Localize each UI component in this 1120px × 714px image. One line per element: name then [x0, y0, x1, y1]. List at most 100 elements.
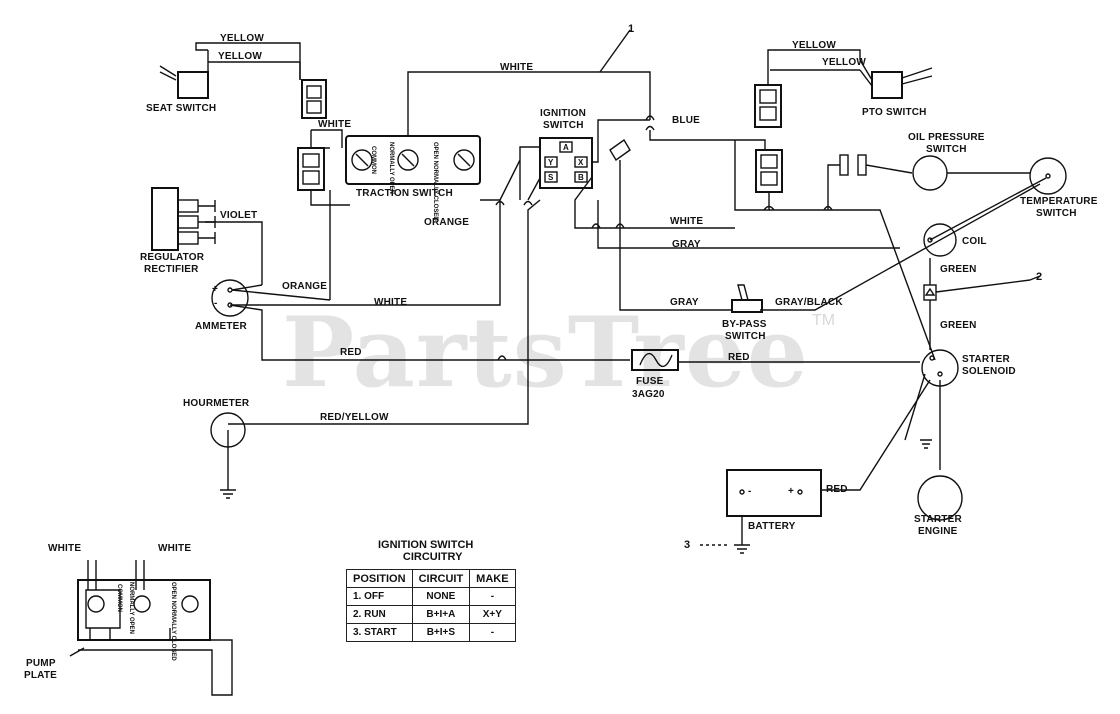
regulator-label: REGULATOR: [140, 252, 205, 263]
wire-orange-2: ORANGE: [282, 281, 328, 292]
ign-terminal-s: S: [548, 173, 554, 182]
wire-gray-2: GRAY: [670, 297, 699, 308]
ign-terminal-y: Y: [548, 158, 554, 167]
traction-common-label: COMMON: [370, 146, 376, 174]
traction-switch-label: TRACTION SWITCH: [356, 188, 453, 199]
wire-gray-1: GRAY: [672, 239, 701, 250]
battery-plus: +: [788, 486, 795, 497]
wire-white-seat: WHITE: [318, 119, 352, 130]
ignition-table-title-1: IGNITION SWITCH: [378, 539, 474, 551]
battery-icon: [700, 469, 822, 554]
diode-icon: [609, 138, 631, 162]
wire-gray-black: GRAY/BLACK: [775, 297, 843, 308]
traction-switch-icon: [345, 135, 481, 185]
oil-pressure-switch-icon: [827, 154, 1030, 210]
ign-terminal-a: A: [563, 143, 569, 152]
oil-pressure-label: OIL PRESSURE: [908, 132, 985, 143]
wire-red-2: RED: [728, 352, 750, 363]
header-make: MAKE: [469, 569, 516, 588]
seat-switch-label: SEAT SWITCH: [146, 103, 217, 114]
coil-label: COIL: [962, 236, 987, 247]
ignition-circuitry-table: POSITION CIRCUIT MAKE 1. OFF NONE - 2. R…: [346, 569, 516, 642]
seat-switch-icon: [159, 42, 301, 99]
mid-connector-icon: [734, 140, 936, 361]
wire-red-3: RED: [826, 484, 848, 495]
watermark-trademark: TM: [812, 312, 836, 329]
bypass-switch-label: SWITCH: [725, 331, 766, 342]
wire-green-2: GREEN: [940, 320, 977, 331]
traction-normally-open-label: NORMALLY OPEN: [388, 142, 394, 195]
seat-connector-icon: [301, 79, 327, 119]
row-2-make: X+Y: [469, 605, 516, 624]
wire-orange-1: ORANGE: [424, 217, 470, 228]
ammeter-minus: -: [214, 298, 218, 309]
row-3-make: -: [469, 623, 516, 642]
traction-connector-icon: [297, 129, 350, 300]
ignition-table-title: IGNITION SWITCH CIRCUITRY: [378, 539, 473, 563]
starter-solenoid-icon: [820, 349, 959, 491]
row-2-circuit: B+I+A: [411, 605, 471, 624]
row-3-position: 3. START: [346, 623, 413, 642]
pump-plate-icon: [69, 560, 233, 696]
row-2-position: 2. RUN: [346, 605, 413, 624]
table-row: 1. OFF NONE -: [346, 587, 516, 606]
starter-engine-label-2: ENGINE: [918, 526, 958, 537]
header-circuit: CIRCUIT: [411, 569, 471, 588]
wire-yellow-4: YELLOW: [822, 57, 866, 68]
ignition-label: IGNITION: [540, 108, 587, 119]
callout-1: 1: [628, 23, 635, 35]
battery-minus: -: [748, 486, 752, 497]
table-header-row: POSITION CIRCUIT MAKE: [346, 569, 516, 588]
table-row: 3. START B+I+S -: [346, 623, 516, 642]
header-position: POSITION: [346, 569, 413, 588]
diode-2-icon: [923, 279, 1031, 301]
ign-terminal-x: X: [578, 158, 584, 167]
pump-normally-open-label: NORMALLY OPEN: [128, 582, 134, 635]
wire-yellow-3: YELLOW: [792, 40, 836, 51]
temperature-label: TEMPERATURE: [1020, 196, 1098, 207]
temperature-switch-label: SWITCH: [1036, 208, 1077, 219]
pump-wire-white-2: WHITE: [158, 543, 192, 554]
pump-common-label: COMMON: [116, 584, 122, 612]
hourmeter-icon: [210, 199, 541, 499]
starter-engine-label-1: STARTER: [914, 514, 962, 525]
wire-yellow-1: YELLOW: [220, 33, 264, 44]
fuse-rating-label: 3AG20: [632, 389, 665, 400]
battery-label: BATTERY: [748, 521, 796, 532]
hourmeter-label: HOURMETER: [183, 398, 250, 409]
table-row: 2. RUN B+I+A X+Y: [346, 605, 516, 624]
bypass-label: BY-PASS: [722, 319, 767, 330]
wire-white-ammeter: WHITE: [374, 297, 408, 308]
traction-open-normally-closed-label: OPEN NORMALLY CLOSED: [432, 142, 438, 221]
pump-wire-white-1: WHITE: [48, 543, 82, 554]
ignition-table-title-2: CIRCUITRY: [402, 551, 463, 563]
fuse-icon: [631, 349, 920, 371]
wire-blue: BLUE: [672, 115, 701, 126]
coil-icon: [923, 223, 957, 350]
starter-label: STARTER: [962, 354, 1010, 365]
ammeter-label: AMMETER: [195, 321, 247, 332]
ammeter-icon: [211, 199, 630, 361]
wire-yellow-2: YELLOW: [218, 51, 262, 62]
callout-2: 2: [1036, 271, 1043, 283]
ammeter-plus: +: [212, 284, 219, 295]
callout-3: 3: [684, 539, 691, 551]
plate-label: PLATE: [24, 670, 58, 681]
wire-white-top: WHITE: [500, 62, 534, 73]
fuse-label: FUSE: [636, 376, 664, 387]
pto-switch-icon: [859, 59, 933, 99]
pump-label: PUMP: [26, 658, 56, 669]
rectifier-label: RECTIFIER: [144, 264, 199, 275]
wire-white-mid: WHITE: [670, 216, 704, 227]
pto-switch-label: PTO SWITCH: [862, 107, 927, 118]
watermark: PartsTree: [282, 296, 809, 409]
ign-terminal-b: B: [578, 173, 584, 182]
temperature-switch-icon: [760, 157, 1067, 311]
solenoid-label: SOLENOID: [962, 366, 1016, 377]
row-3-circuit: B+I+S: [411, 623, 471, 642]
starter-engine-icon: [917, 475, 963, 521]
wire-red-yellow: RED/YELLOW: [320, 412, 389, 423]
pto-connector-icon: [754, 49, 861, 128]
